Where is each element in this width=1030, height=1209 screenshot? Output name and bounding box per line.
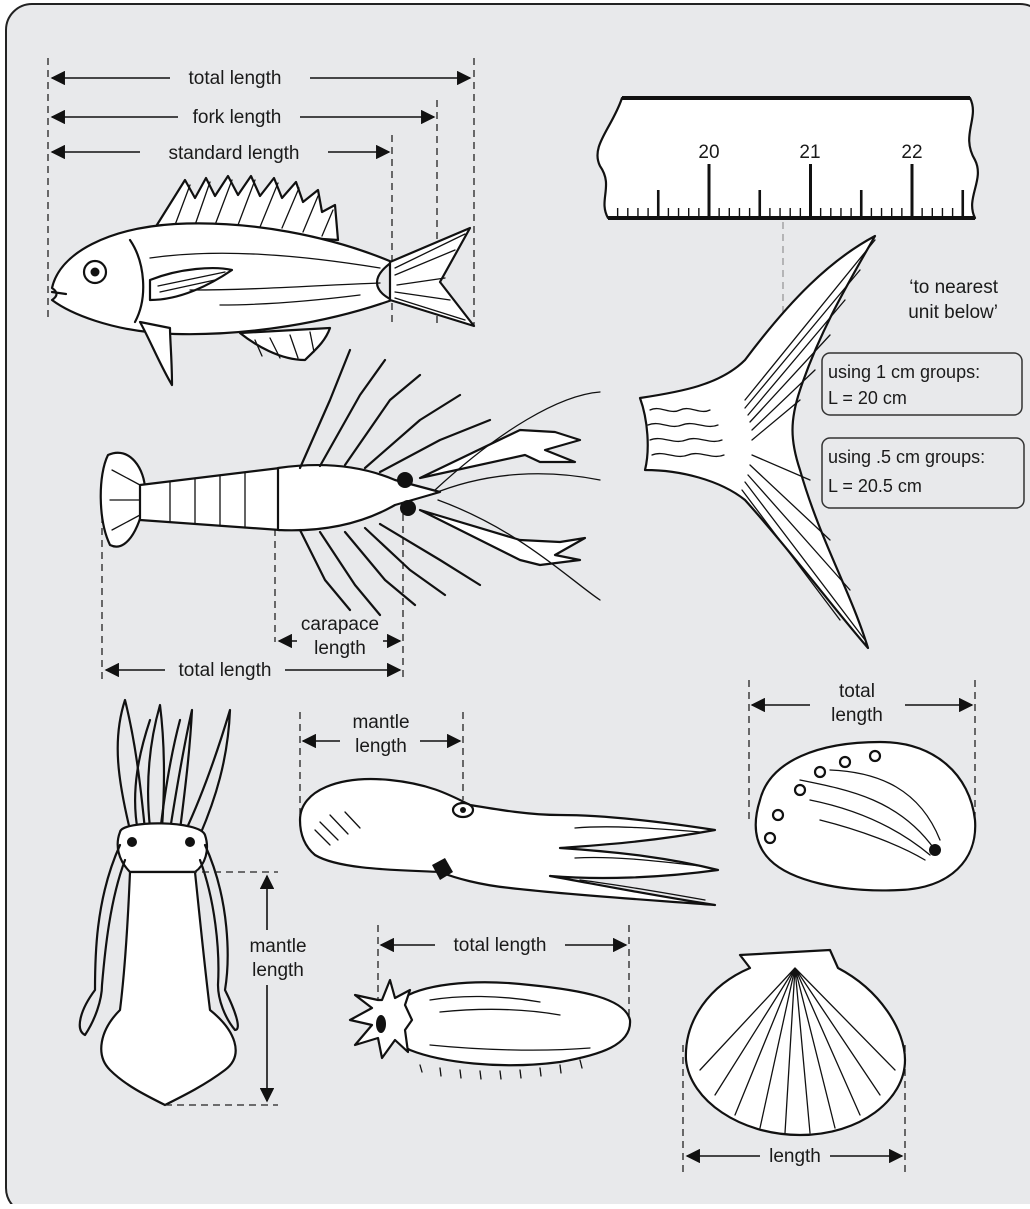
group-1cm-line2: L = 20 cm bbox=[828, 388, 907, 408]
fish-fork-length-label: fork length bbox=[193, 107, 282, 128]
ruler-tick-22: 22 bbox=[901, 142, 922, 163]
rounding-note-line2: unit below’ bbox=[908, 302, 998, 323]
group-05cm-line2: L = 20.5 cm bbox=[828, 476, 922, 496]
scallop-length-label: length bbox=[769, 1146, 821, 1167]
ruler-tick-20: 20 bbox=[698, 142, 719, 163]
sea-cucumber-total-label: total length bbox=[454, 935, 547, 956]
lobster-carapace-label-line2: length bbox=[314, 638, 366, 659]
ruler-tick-21: 21 bbox=[799, 142, 820, 163]
fish-standard-length-label: standard length bbox=[169, 143, 300, 164]
rounding-note-line1: ‘to nearest bbox=[909, 277, 998, 298]
abalone-total-label-line1: total bbox=[839, 681, 875, 702]
lobster-total-length-label: total length bbox=[179, 660, 272, 681]
squid-mantle-label-line1: mantle bbox=[249, 936, 306, 957]
octopus-mantle-label-line1: mantle bbox=[352, 712, 409, 733]
lobster-carapace-label-line1: carapace bbox=[301, 614, 379, 635]
squid-mantle-label-line2: length bbox=[252, 960, 304, 981]
octopus-mantle-label-line2: length bbox=[355, 736, 407, 757]
abalone-total-label-line2: length bbox=[831, 705, 883, 726]
sea-cucumber-body bbox=[393, 982, 631, 1065]
group-1cm-line1: using 1 cm groups: bbox=[828, 362, 980, 382]
group-05cm-line1: using .5 cm groups: bbox=[828, 447, 985, 467]
fish-total-length-label: total length bbox=[189, 68, 282, 89]
